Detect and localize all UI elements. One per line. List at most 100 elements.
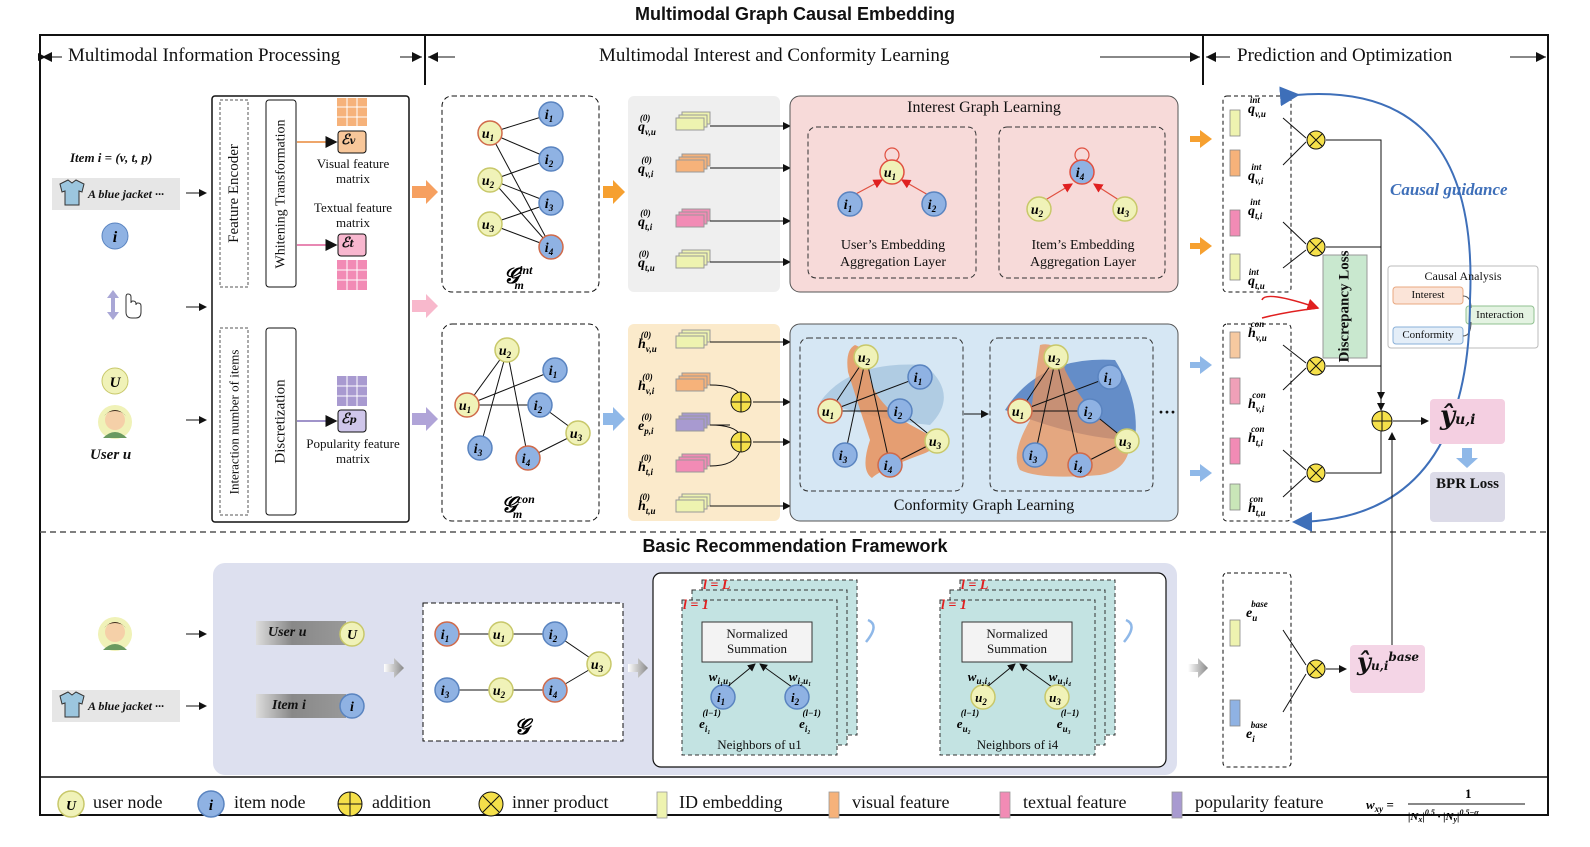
svg-text:i2: i2: [534, 399, 543, 415]
user-u-bar-label: User u: [268, 625, 307, 640]
svg-text:i4: i4: [549, 684, 558, 700]
svg-text:i1: i1: [549, 364, 557, 380]
legend-item-node: item node: [234, 792, 306, 812]
legend-id-embedding: ID embedding: [679, 792, 783, 812]
svg-text:𝒢: 𝒢: [514, 714, 534, 739]
popularity-matrix-grid: [337, 376, 367, 406]
addition-icon: [730, 391, 752, 413]
item-aggregation-label: Item’s Embedding Aggregation Layer: [1029, 238, 1137, 270]
visual-matrix-grid: [337, 98, 367, 126]
embedding-stack: [675, 111, 711, 269]
svg-text:i1: i1: [914, 371, 922, 387]
svg-text:i1: i1: [1104, 371, 1112, 387]
user-avatar-icon: [98, 617, 132, 651]
user-avatar-icon: [98, 405, 132, 439]
legend-textual-feature: textual feature: [1023, 792, 1127, 812]
item-text-bottom: A blue jacket ···: [88, 699, 164, 713]
svg-text:i3: i3: [839, 449, 848, 465]
conformity-graph-learning-title: Conformity Graph Learning: [893, 497, 1075, 514]
svg-text:i1: i1: [844, 198, 852, 214]
svg-text:U: U: [110, 375, 122, 391]
interaction-number-label: Interaction number of items: [226, 349, 242, 494]
svg-text:|Nx|0.5 · |Ny|0.5−α: |Nx|0.5 · |Ny|0.5−α: [1408, 808, 1479, 824]
svg-text:ht,i(0): ht,i(0): [638, 453, 654, 477]
svg-text:i4: i4: [1074, 459, 1083, 475]
svg-text:i3: i3: [1029, 449, 1038, 465]
diagram-title: Multimodal Graph Causal Embedding: [634, 4, 956, 24]
item-formula: Item i = (v, t, p): [70, 150, 153, 165]
svg-text:i: i: [209, 798, 214, 814]
svg-text:i2: i2: [928, 198, 937, 214]
neighbors-u1-label: Neighbors of u1: [717, 737, 802, 752]
svg-text:i1: i1: [717, 690, 725, 707]
svg-text:i2: i2: [791, 690, 800, 707]
ellipsis: ···: [1158, 402, 1177, 422]
svg-text:i4: i4: [522, 452, 531, 468]
jacket-icon: [59, 179, 85, 206]
feature-encoder-label: Feature Encoder: [225, 144, 242, 243]
inner-product-icon: [1306, 659, 1326, 679]
textual-matrix-label: Textual feature matrix: [313, 200, 393, 230]
legend-popularity-feature: popularity feature: [1195, 792, 1324, 812]
layer-1-right: l = 1: [941, 598, 967, 613]
svg-text:i3: i3: [474, 442, 483, 458]
addition-icon: [730, 431, 752, 453]
svg-text:i4: i4: [1076, 166, 1085, 182]
legend-visual-feature: visual feature: [852, 792, 950, 812]
causal-conformity-label: Conformity: [1402, 329, 1454, 341]
item-text: A blue jacket ···: [88, 187, 164, 201]
addition-icon: [1371, 410, 1393, 432]
section-right-title: Prediction and Optimization: [1237, 45, 1453, 66]
svg-text:i1: i1: [545, 108, 553, 124]
svg-text:U: U: [66, 799, 77, 814]
interest-graph-learning-title: Interest Graph Learning: [907, 99, 1061, 116]
normalized-summation-right: Normalized Summation: [986, 626, 1048, 656]
user-aggregation-label: User’s Embedding Aggregation Layer: [839, 238, 947, 270]
user-label: User u: [90, 447, 132, 463]
normalized-summation-left: Normalized Summation: [726, 626, 788, 656]
svg-text:i1: i1: [441, 628, 449, 644]
legend-user-node: user node: [93, 792, 163, 812]
basic-framework-title: Basic Recommendation Framework: [642, 536, 948, 556]
layer-L-left: l = L: [703, 578, 731, 593]
svg-text:i2: i2: [545, 153, 554, 169]
layer-1-left: l = 1: [683, 598, 709, 613]
causal-interaction-label: Interaction: [1476, 309, 1524, 321]
legend-inner-product: inner product: [512, 792, 609, 812]
discretization-label: Discretization: [272, 379, 289, 464]
item-node: [538, 101, 564, 260]
svg-text:i: i: [113, 229, 118, 246]
svg-text:i3: i3: [441, 684, 450, 700]
whitening-label: Whitening Transformation: [273, 119, 288, 268]
section-left-title: Multimodal Information Processing: [68, 45, 341, 66]
bpr-loss-label: BPR Loss: [1436, 476, 1499, 492]
jacket-icon: [59, 691, 85, 718]
visual-encoder-symbol: ℰv: [341, 132, 356, 148]
y-hat-label: ŷu,i: [1440, 401, 1476, 431]
svg-text:i: i: [350, 700, 354, 715]
svg-text:1: 1: [1465, 786, 1472, 801]
svg-text:i2: i2: [894, 405, 903, 421]
legend-addition: addition: [372, 792, 431, 812]
causal-analysis-title: Causal Analysis: [1424, 269, 1502, 283]
svg-text:U: U: [347, 628, 358, 643]
svg-text:i4: i4: [545, 241, 554, 257]
legend-icons: U i: [57, 790, 1183, 819]
discrepancy-loss-label: Discrepancy Loss: [1336, 250, 1353, 363]
svg-text:i2: i2: [549, 628, 558, 644]
causal-guidance-label: Causal guidance: [1390, 180, 1508, 199]
causal-interest-label: Interest: [1411, 289, 1445, 301]
textual-encoder-symbol: ℰt: [341, 235, 355, 251]
popularity-encoder-symbol: ℰp: [341, 411, 357, 427]
popularity-matrix-label: Popularity feature matrix: [306, 436, 400, 466]
svg-text:i2: i2: [1084, 405, 1093, 421]
textual-matrix-grid: [337, 260, 367, 290]
svg-text:wxy =: wxy =: [1366, 797, 1394, 814]
user-node: [477, 120, 503, 237]
layer-L-right: l = L: [961, 578, 989, 593]
item-i-bar-label: Item i: [272, 698, 306, 713]
visual-matrix-label: Visual feature matrix: [316, 156, 390, 186]
section-middle-title: Multimodal Interest and Conformity Learn…: [599, 45, 950, 66]
y-hat-base-label: ŷu,ibase: [1357, 647, 1419, 676]
